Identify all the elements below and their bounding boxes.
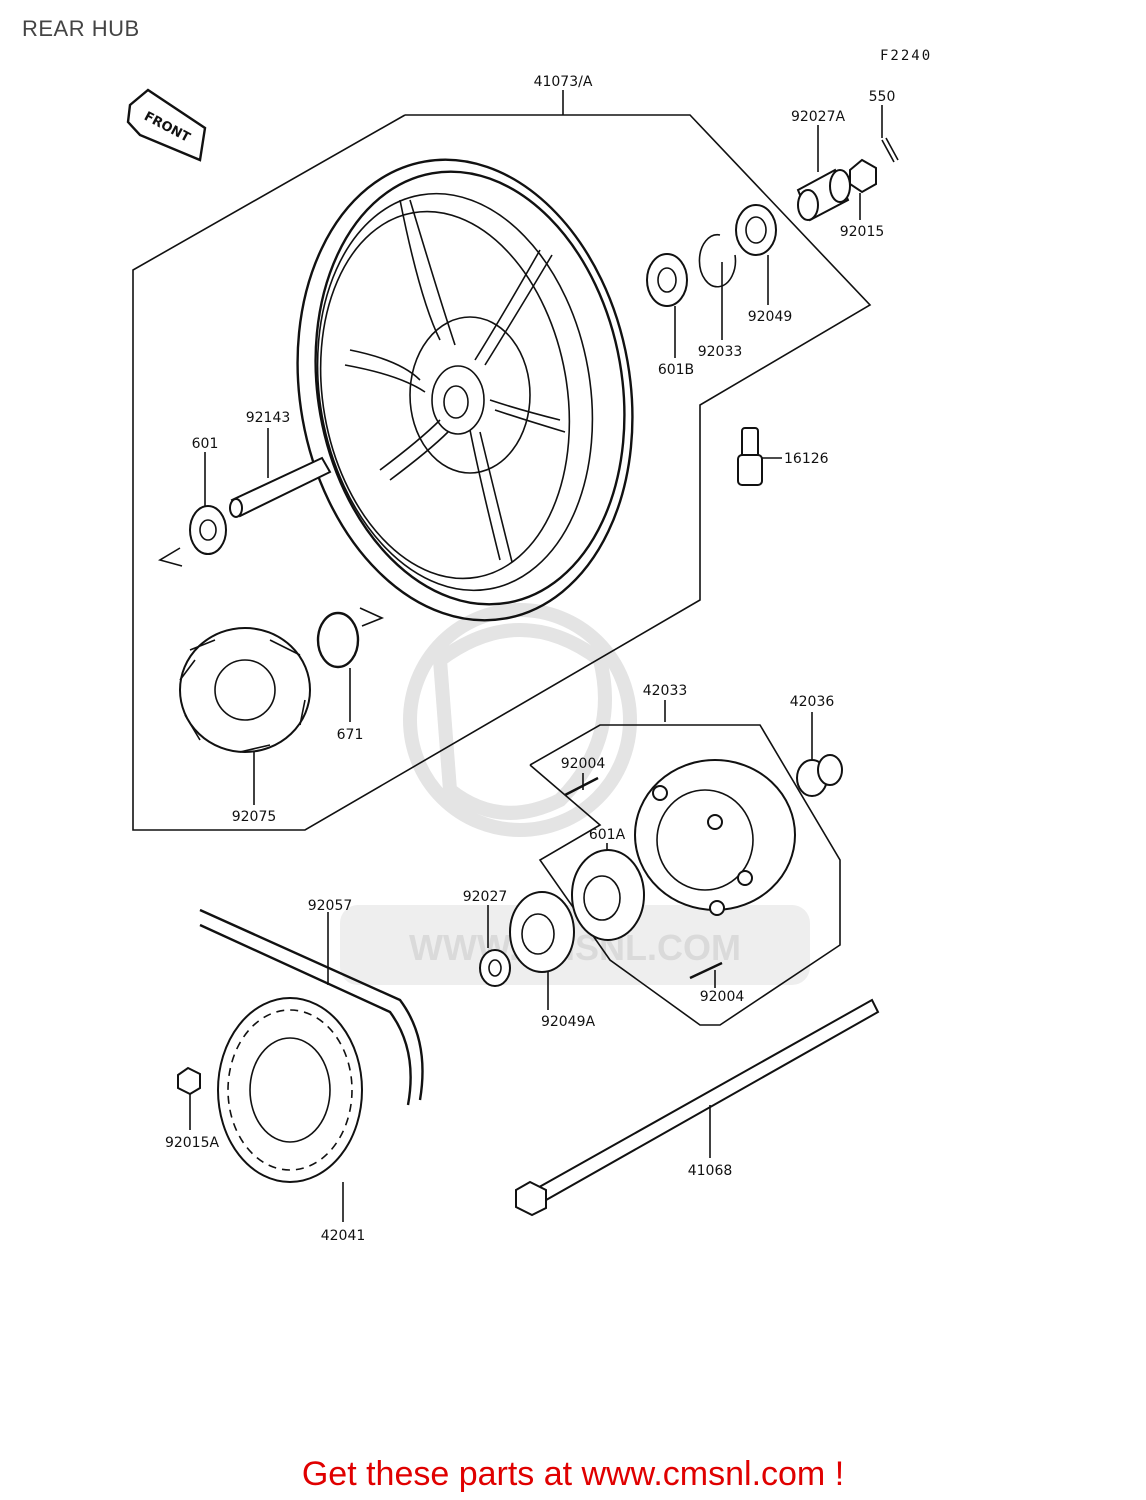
part-label-601a[interactable]: 601A: [589, 827, 626, 843]
collar-42036: [796, 754, 843, 797]
part-label-42036[interactable]: 42036: [790, 694, 835, 710]
part-label-92004-bottom[interactable]: 92004: [700, 989, 745, 1005]
part-label-41068[interactable]: 41068: [688, 1163, 733, 1179]
parts-link-banner[interactable]: Get these parts at www.cmsnl.com !: [301, 1455, 845, 1493]
axle-41068: [515, 998, 880, 1217]
part-label-92143[interactable]: 92143: [246, 410, 291, 426]
part-label-601b[interactable]: 601B: [658, 362, 694, 378]
watermark-logo: [340, 603, 810, 985]
watermark-text: WWW.CMSNL.COM: [409, 927, 741, 968]
part-label-16126[interactable]: 16126: [784, 451, 829, 467]
part-label-671[interactable]: 671: [337, 727, 364, 743]
part-label-92015[interactable]: 92015: [840, 224, 885, 240]
part-label-42033[interactable]: 42033: [643, 683, 688, 699]
valve-16126: [737, 427, 763, 486]
nut-92015a: [177, 1066, 201, 1096]
part-label-92027a[interactable]: 92027A: [791, 109, 846, 125]
collar-92027: [479, 949, 511, 987]
bearing-601b: [646, 253, 688, 307]
stud-92004-bottom: [689, 961, 723, 980]
cotter-pin-550: [881, 137, 899, 163]
part-label-92057[interactable]: 92057: [308, 898, 353, 914]
damper-92075: [179, 627, 311, 753]
bearing-601a: [571, 849, 645, 941]
wheel-group-outline: [132, 114, 872, 831]
seal-92049a: [509, 891, 575, 973]
part-label-92004-top[interactable]: 92004: [561, 756, 606, 772]
part-label-92033[interactable]: 92033: [698, 344, 743, 360]
page-title: REAR HUB: [22, 16, 140, 41]
part-label-92027[interactable]: 92027: [463, 889, 508, 905]
bearing-601: [189, 505, 227, 555]
hub-group-outline: [529, 724, 841, 1026]
sprocket-42041: [217, 997, 363, 1183]
collar-92027a: [796, 168, 851, 222]
part-label-41073a[interactable]: 41073/A: [534, 74, 593, 90]
part-label-92049a[interactable]: 92049A: [541, 1014, 596, 1030]
seal-92049: [735, 204, 777, 256]
part-label-42041[interactable]: 42041: [321, 1228, 366, 1244]
chain-92057: [199, 908, 424, 1106]
nut-92015: [849, 158, 877, 194]
part-label-601[interactable]: 601: [192, 436, 219, 452]
part-label-92075[interactable]: 92075: [232, 809, 277, 825]
circlip-92033: [698, 233, 737, 288]
rear-wheel: [296, 158, 634, 622]
parts-diagram: WWW.CMSNL.COM F2240 FRONT: [126, 48, 932, 1244]
part-label-550[interactable]: 550: [869, 89, 896, 105]
front-arrow-icon: FRONT: [126, 88, 207, 162]
figure-code: F2240: [880, 48, 932, 64]
spacer-92143: [229, 456, 332, 518]
assembly-arrows: [157, 547, 385, 627]
part-label-92049[interactable]: 92049: [748, 309, 793, 325]
part-label-92015a[interactable]: 92015A: [165, 1135, 220, 1151]
o-ring-671: [316, 611, 360, 669]
coupling-42033: [634, 759, 796, 916]
stud-92004-top: [564, 776, 599, 797]
leader-lines: [189, 90, 883, 1222]
